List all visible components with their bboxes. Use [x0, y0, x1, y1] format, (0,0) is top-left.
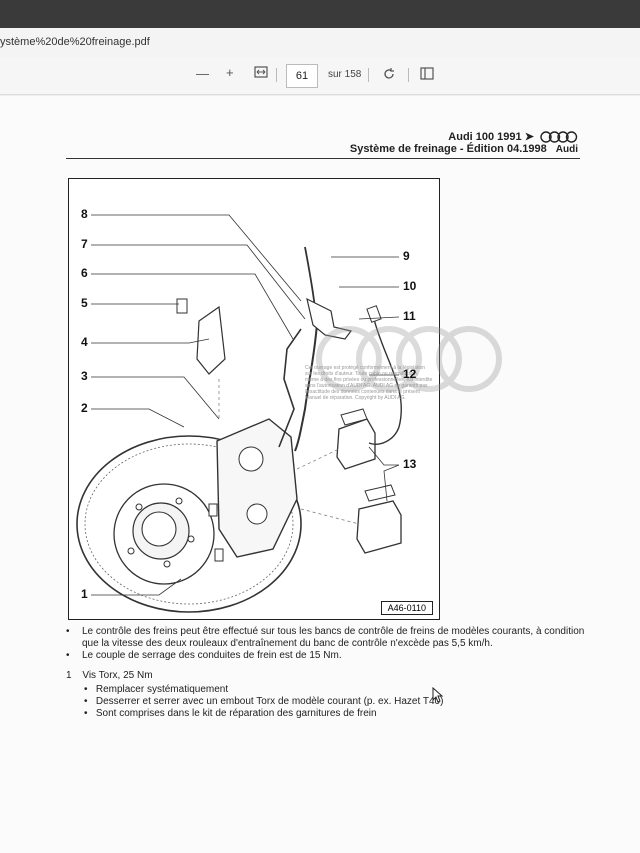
copyright-watermark-text: Cet ouvrage est protégé conformément à l… — [305, 365, 433, 401]
callout-7: 7 — [81, 237, 88, 251]
callout-8: 8 — [81, 207, 88, 221]
callout-11: 11 — [403, 309, 416, 323]
item-title: Vis Torx, 25 Nm — [82, 670, 153, 681]
callout-12: 12 — [403, 367, 417, 381]
toolbar-divider — [276, 68, 277, 82]
item-1-heading: 1 Vis Torx, 25 Nm — [66, 670, 153, 682]
fit-page-icon[interactable] — [254, 66, 268, 81]
callout-5: 5 — [81, 296, 88, 310]
diagram-illustration — [76, 214, 402, 613]
item-1-point: • Desserrer et serrer avec un embout Tor… — [84, 696, 444, 707]
window-top-bar — [0, 0, 640, 30]
rotate-icon[interactable] — [382, 67, 396, 84]
page-number-input[interactable]: 61 — [286, 64, 318, 88]
header-rule — [66, 158, 580, 159]
callout-6: 6 — [81, 266, 88, 280]
note-item: •Le couple de serrage des conduites de f… — [66, 650, 342, 661]
callout-4: 4 — [81, 335, 88, 349]
brake-exploded-diagram: Cet ouvrage est protégé conformément à l… — [68, 178, 502, 620]
callout-1: 1 — [81, 587, 88, 601]
toolbar-divider — [368, 68, 369, 82]
callout-13: 13 — [403, 457, 417, 471]
header-title-line: Système de freinage - Édition 04.1998 Au… — [349, 143, 578, 155]
toolbar-divider — [408, 68, 409, 82]
item-1-point: • Remplacer systématiquement — [84, 684, 229, 695]
header-model-line: Audi 100 1991 ➤ — [448, 130, 578, 143]
audi-rings-logo — [540, 131, 578, 143]
callout-2: 2 — [81, 401, 88, 415]
item-1-point: • Sont comprises dans le kit de réparati… — [84, 708, 377, 719]
pdf-page: Audi 100 1991 ➤ Système de freinage - Éd… — [0, 96, 640, 853]
zoom-in-button[interactable]: + — [226, 65, 234, 80]
callout-3: 3 — [81, 369, 88, 383]
zoom-out-button[interactable]: — — [196, 66, 209, 81]
audi-watermark — [309, 319, 509, 404]
page-view-icon[interactable] — [420, 67, 434, 83]
page-count-label: sur 158 — [328, 69, 362, 80]
note-item: •Le contrôle des freins peut être effect… — [66, 626, 585, 649]
tab-strip: ystème%20de%20freinage.pdf — [0, 28, 640, 59]
item-number: 1 — [66, 670, 72, 681]
notes-list: •Le contrôle des freins peut être effect… — [66, 626, 586, 662]
file-name-tab[interactable]: ystème%20de%20freinage.pdf — [0, 36, 150, 48]
figure-reference: A46-0110 — [380, 601, 433, 615]
mouse-cursor-icon — [432, 686, 444, 708]
callout-10: 10 — [403, 279, 417, 293]
pdf-toolbar: — + 61 sur 158 — [0, 58, 640, 95]
callout-9: 9 — [403, 249, 410, 263]
brand-label: Audi — [555, 144, 578, 155]
